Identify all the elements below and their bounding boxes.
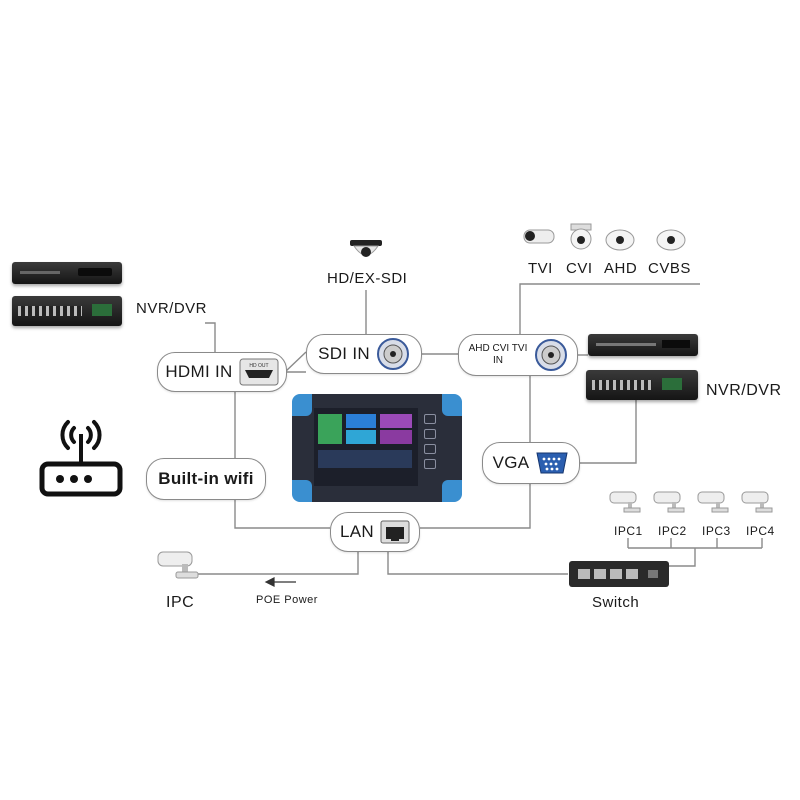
ipc-label-left: IPC: [166, 594, 195, 611]
built-in-wifi-port: Built-in wifi: [146, 458, 266, 500]
bullet-camera-icon: [741, 491, 773, 513]
poe-power-label: POE Power: [256, 594, 318, 606]
hdmi-in-label: HDMI IN: [165, 362, 233, 381]
dome-camera-icon: [350, 240, 382, 257]
ipc4-label: IPC4: [746, 524, 775, 538]
sdi-in-port: SDI IN: [306, 334, 422, 374]
network-switch-icon: [569, 561, 669, 587]
switch-label: Switch: [592, 594, 640, 611]
vga-port: VGA: [482, 442, 580, 484]
tvi-label: TVI: [528, 260, 553, 277]
bnc-connector-icon: [535, 339, 567, 371]
sdi-in-label: SDI IN: [318, 344, 370, 363]
vga-port-icon: [536, 452, 569, 474]
tester-device: [292, 394, 462, 502]
ipc2-label: IPC2: [658, 524, 687, 538]
ipc3-label: IPC3: [702, 524, 731, 538]
bullet-camera-icon: [523, 229, 555, 244]
arrow-left-icon: [264, 577, 296, 587]
nvr-top-left: [12, 262, 122, 284]
lan-label: LAN: [340, 522, 374, 541]
analog-in-port: AHD CVI TVI IN: [458, 334, 578, 376]
bullet-camera-icon: [609, 491, 641, 513]
analog-in-label: AHD CVI TVI IN: [468, 343, 528, 366]
dome-camera-icon: [656, 229, 686, 251]
nvr-bottom-left: [12, 296, 122, 326]
nvr-top-right: [588, 334, 698, 356]
nvr-dvr-label-right: NVR/DVR: [706, 382, 782, 399]
bullet-camera-icon: [697, 491, 729, 513]
nvr-bottom-right: [586, 370, 698, 400]
bullet-camera-icon: [653, 491, 685, 513]
hdmi-out-tag: HD OUT: [249, 363, 268, 369]
ahd-label: AHD: [604, 260, 638, 277]
cvi-label: CVI: [566, 260, 593, 277]
bullet-camera-icon: [157, 551, 199, 579]
cvbs-label: CVBS: [648, 260, 691, 277]
dome-camera-icon: [570, 223, 592, 250]
nvr-dvr-label-left: NVR/DVR: [136, 300, 208, 317]
hdmi-in-port: HDMI IN HD OUT: [157, 352, 287, 392]
hd-ex-sdi-label: HD/EX-SDI: [327, 270, 408, 287]
dome-camera-icon: [605, 229, 635, 251]
lan-port: LAN: [330, 512, 420, 552]
tester-screen: [314, 408, 418, 486]
rj45-port-icon: [380, 520, 410, 544]
hdmi-port-icon: HD OUT: [239, 358, 279, 386]
built-in-wifi-label: Built-in wifi: [158, 469, 254, 488]
router-icon: [39, 420, 123, 497]
vga-label: VGA: [492, 453, 530, 472]
bnc-connector-icon: [376, 338, 409, 370]
ipc1-label: IPC1: [614, 524, 643, 538]
